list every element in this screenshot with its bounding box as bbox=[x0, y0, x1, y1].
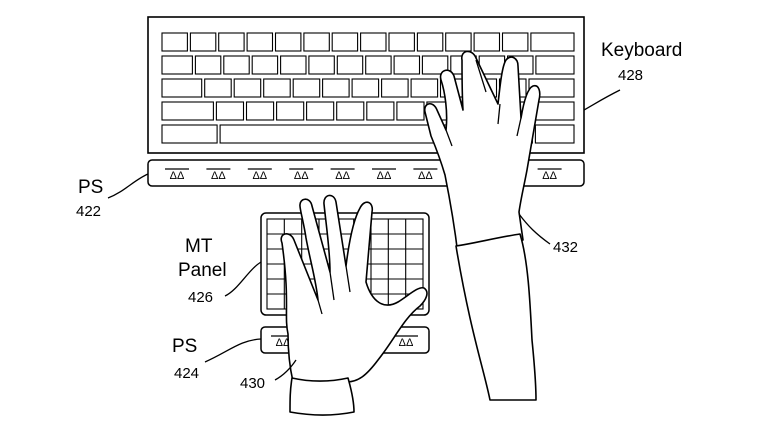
key-r3-0 bbox=[161, 101, 214, 121]
key-r3-1 bbox=[215, 101, 245, 121]
keyboard-ref-number: 428 bbox=[618, 67, 643, 84]
key-r0-0 bbox=[161, 32, 188, 52]
key-r1-3 bbox=[251, 55, 279, 75]
right-sleeve bbox=[455, 233, 537, 401]
key-r1-8 bbox=[393, 55, 421, 75]
key-r3-2 bbox=[245, 101, 275, 121]
ps-top-sensor-icon-0: ΔΔ bbox=[170, 170, 185, 182]
key-r4-5 bbox=[534, 124, 575, 144]
key-r0-5 bbox=[303, 32, 330, 52]
ps-top-sensor-icon-2: ΔΔ bbox=[252, 170, 267, 182]
key-r1-4 bbox=[280, 55, 307, 75]
left-hand bbox=[280, 194, 428, 416]
key-r0-10 bbox=[445, 32, 472, 52]
key-r1-0 bbox=[161, 55, 193, 75]
ps-bottom-sensors: ΔΔ ΔΔ bbox=[271, 335, 418, 349]
key-r3-3 bbox=[276, 101, 305, 121]
key-r0-4 bbox=[274, 32, 302, 52]
key-r0-7 bbox=[360, 32, 387, 52]
ps-top-sensor-icon-1: ΔΔ bbox=[211, 170, 226, 182]
key-r1-6 bbox=[336, 55, 364, 75]
key-r0-2 bbox=[218, 32, 245, 52]
left-hand-ref-number: 430 bbox=[240, 375, 265, 392]
key-r2-5 bbox=[322, 78, 350, 98]
key-r1-9 bbox=[421, 55, 449, 75]
ps-bottom-label: PS bbox=[172, 336, 197, 357]
key-r3-6 bbox=[366, 101, 395, 121]
ps-top-sensor-icon-6: ΔΔ bbox=[418, 170, 433, 182]
key-r2-8 bbox=[410, 78, 439, 98]
key-r3-7 bbox=[396, 101, 425, 121]
ps-top-ref-number: 422 bbox=[76, 203, 101, 220]
key-r4-1 bbox=[219, 124, 442, 144]
key-r1-5 bbox=[308, 55, 335, 75]
key-r3-4 bbox=[306, 101, 335, 121]
mt-panel-label-line1: MT bbox=[185, 236, 213, 257]
key-r0-9 bbox=[416, 32, 444, 52]
key-r1-2 bbox=[223, 55, 250, 75]
ps-top-sensor-icon-9: ΔΔ bbox=[542, 170, 557, 182]
key-r2-6 bbox=[351, 78, 380, 98]
key-r2-3 bbox=[263, 78, 291, 98]
key-r3-5 bbox=[336, 101, 365, 121]
ps-bottom-sensor-icon-0: ΔΔ bbox=[276, 337, 291, 349]
key-r0-12 bbox=[501, 32, 529, 52]
ps-top-label: PS bbox=[78, 177, 103, 198]
key-r0-13 bbox=[530, 32, 575, 52]
ps-top-sensor-icon-5: ΔΔ bbox=[377, 170, 392, 182]
right-hand bbox=[423, 50, 541, 401]
left-cuff bbox=[289, 377, 355, 416]
key-r2-4 bbox=[292, 78, 321, 98]
key-r1-7 bbox=[365, 55, 392, 75]
ps-top-sensor-icon-4: ΔΔ bbox=[335, 170, 350, 182]
key-r0-3 bbox=[246, 32, 274, 52]
key-r2-1 bbox=[204, 78, 232, 98]
labels: Keyboard 428 PS 422 MT Panel 426 PS 424 … bbox=[76, 40, 682, 392]
keyboard-frame bbox=[147, 16, 585, 154]
key-r2-0 bbox=[161, 78, 203, 98]
mt-panel-label-line2: Panel bbox=[178, 260, 227, 281]
leader-lines bbox=[107, 89, 621, 381]
key-r2-7 bbox=[381, 78, 409, 98]
key-r0-6 bbox=[331, 32, 359, 52]
ps-bottom-sensor-icon-1: ΔΔ bbox=[399, 337, 414, 349]
ps-bottom-ref-number: 424 bbox=[174, 365, 199, 382]
key-r0-8 bbox=[388, 32, 415, 52]
left-hand-outline bbox=[280, 194, 428, 387]
ps-strip-top-frame bbox=[147, 159, 585, 187]
ps-top-sensor-icon-3: ΔΔ bbox=[294, 170, 309, 182]
key-r0-1 bbox=[189, 32, 217, 52]
key-r1-1 bbox=[194, 55, 222, 75]
mt-panel-ref-number: 426 bbox=[188, 289, 213, 306]
key-r4-0 bbox=[161, 124, 218, 144]
key-r2-2 bbox=[233, 78, 262, 98]
key-r0-11 bbox=[473, 32, 501, 52]
key-r1-13 bbox=[535, 55, 575, 75]
keyboard-label: Keyboard bbox=[601, 40, 682, 61]
right-hand-ref-number: 432 bbox=[553, 239, 578, 256]
